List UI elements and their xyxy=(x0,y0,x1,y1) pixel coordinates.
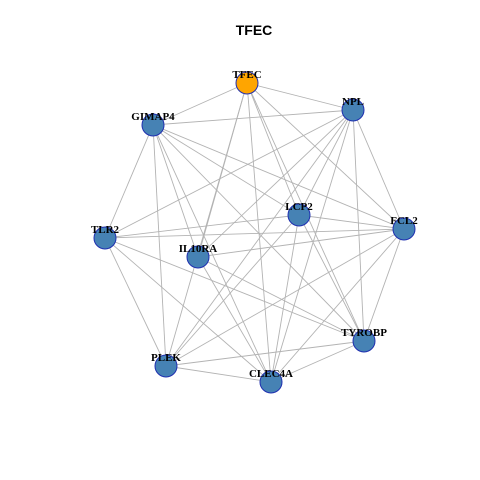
node-npl xyxy=(341,98,365,122)
node-label-clec4a: CLEC4A xyxy=(249,368,293,380)
node-tfec xyxy=(235,71,259,95)
edge-npl-il10ra xyxy=(197,109,354,258)
edge-npl-fcl2 xyxy=(352,109,405,230)
edge-lcp2-tyrobp xyxy=(298,214,365,342)
edge-lcp2-clec4a xyxy=(270,214,300,383)
edge-gimap4-tlr2 xyxy=(104,124,154,239)
edge-npl-tyrobp xyxy=(352,109,365,342)
edge-npl-clec4a xyxy=(270,109,354,383)
node-lcp2 xyxy=(287,203,311,227)
node-tyrobp xyxy=(352,329,376,353)
edge-plek-clec4a xyxy=(165,365,272,383)
edge-tfec-gimap4 xyxy=(152,82,248,126)
edge-lcp2-plek xyxy=(165,214,300,367)
edge-tfec-lcp2 xyxy=(246,82,300,216)
edge-fcl2-clec4a xyxy=(270,228,405,383)
node-label-lcp2: LCP2 xyxy=(285,201,313,213)
plot-title: TFEC xyxy=(236,22,273,38)
edge-tfec-plek xyxy=(165,82,248,367)
edge-il10ra-tyrobp xyxy=(197,256,365,342)
node-label-npl: NPL xyxy=(342,96,364,108)
edge-gimap4-npl xyxy=(152,109,354,126)
node-plek xyxy=(154,354,178,378)
node-il10ra xyxy=(186,245,210,269)
edge-fcl2-plek xyxy=(165,228,405,367)
edge-layer xyxy=(104,82,405,383)
edge-tlr2-plek xyxy=(104,237,167,367)
node-fcl2 xyxy=(392,217,416,241)
edge-npl-lcp2 xyxy=(298,109,354,216)
edge-gimap4-il10ra xyxy=(152,124,199,258)
node-label-il10ra: IL10RA xyxy=(179,243,218,255)
edge-gimap4-fcl2 xyxy=(152,124,405,230)
edge-fcl2-tyrobp xyxy=(363,228,405,342)
edge-tfec-clec4a xyxy=(246,82,272,383)
edge-gimap4-clec4a xyxy=(152,124,272,383)
edge-il10ra-clec4a xyxy=(197,256,272,383)
edge-fcl2-tlr2 xyxy=(104,228,405,239)
edge-gimap4-plek xyxy=(152,124,167,367)
node-label-tfec: TFEC xyxy=(232,69,261,81)
edge-tfec-fcl2 xyxy=(246,82,405,230)
node-layer xyxy=(93,71,416,394)
node-label-tlr2: TLR2 xyxy=(91,224,120,236)
node-label-tyrobp: TYROBP xyxy=(341,327,387,339)
edge-tlr2-tyrobp xyxy=(104,237,365,342)
edge-npl-plek xyxy=(165,109,354,367)
node-label-gimap4: GIMAP4 xyxy=(131,111,175,123)
edge-fcl2-il10ra xyxy=(197,228,405,258)
edge-lcp2-fcl2 xyxy=(298,214,405,230)
edge-gimap4-lcp2 xyxy=(152,124,300,216)
edge-tfec-npl xyxy=(246,82,354,111)
edge-plek-tyrobp xyxy=(165,340,365,367)
node-label-fcl2: FCL2 xyxy=(390,215,418,227)
node-tlr2 xyxy=(93,226,117,250)
edge-npl-tlr2 xyxy=(104,109,354,239)
edge-lcp2-tlr2 xyxy=(104,214,300,239)
node-gimap4 xyxy=(141,113,165,137)
edge-tyrobp-clec4a xyxy=(270,340,365,383)
edge-tlr2-clec4a xyxy=(104,237,272,383)
node-label-plek: PLEK xyxy=(151,352,181,364)
node-clec4a xyxy=(259,370,283,394)
